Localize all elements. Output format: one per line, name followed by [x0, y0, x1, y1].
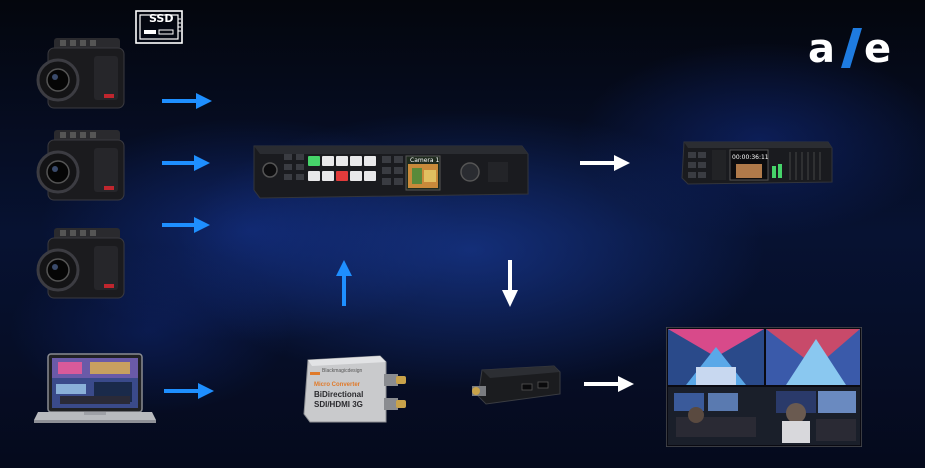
cinema-camera-3: [34, 224, 130, 304]
micro-converter: Blackmagicdesign Micro Converter BiDirec…: [302, 352, 410, 426]
arrow-switcher-to-recorder: [580, 155, 630, 171]
converter-line3: SDI/HDMI 3G: [314, 400, 363, 409]
svg-text:a: a: [808, 26, 835, 70]
switcher-screen-label: Camera 1: [410, 157, 440, 164]
arrow-laptop-right: [164, 383, 214, 399]
converter-line1: Micro Converter: [314, 382, 361, 388]
converter-line2: BiDirectional: [314, 390, 364, 399]
arrow-camera2-right: [162, 155, 210, 171]
cinema-camera-2: [34, 126, 130, 206]
recorder-timecode: 00:00:36:11: [732, 154, 769, 161]
svg-text:e: e: [864, 26, 891, 70]
ssd-label: SSD: [149, 12, 174, 25]
arrow-converter-up: [336, 260, 352, 306]
streaming-encoder: [468, 364, 564, 408]
atem-switcher: Camera 1: [250, 140, 530, 200]
arrow-switcher-down: [502, 260, 518, 307]
display-screen: [666, 327, 862, 447]
arrow-camera3-right: [162, 217, 210, 233]
arrow-camera1-right: [162, 93, 212, 109]
brand-logo: a e: [806, 24, 910, 70]
ssd-icon: SSD: [135, 10, 183, 44]
arrow-streamer-to-screen: [584, 376, 634, 392]
converter-brand: Blackmagicdesign: [322, 368, 363, 374]
laptop: [34, 350, 156, 426]
hyperdeck-recorder: 00:00:36:11: [680, 136, 834, 186]
cinema-camera-1: [34, 34, 130, 114]
